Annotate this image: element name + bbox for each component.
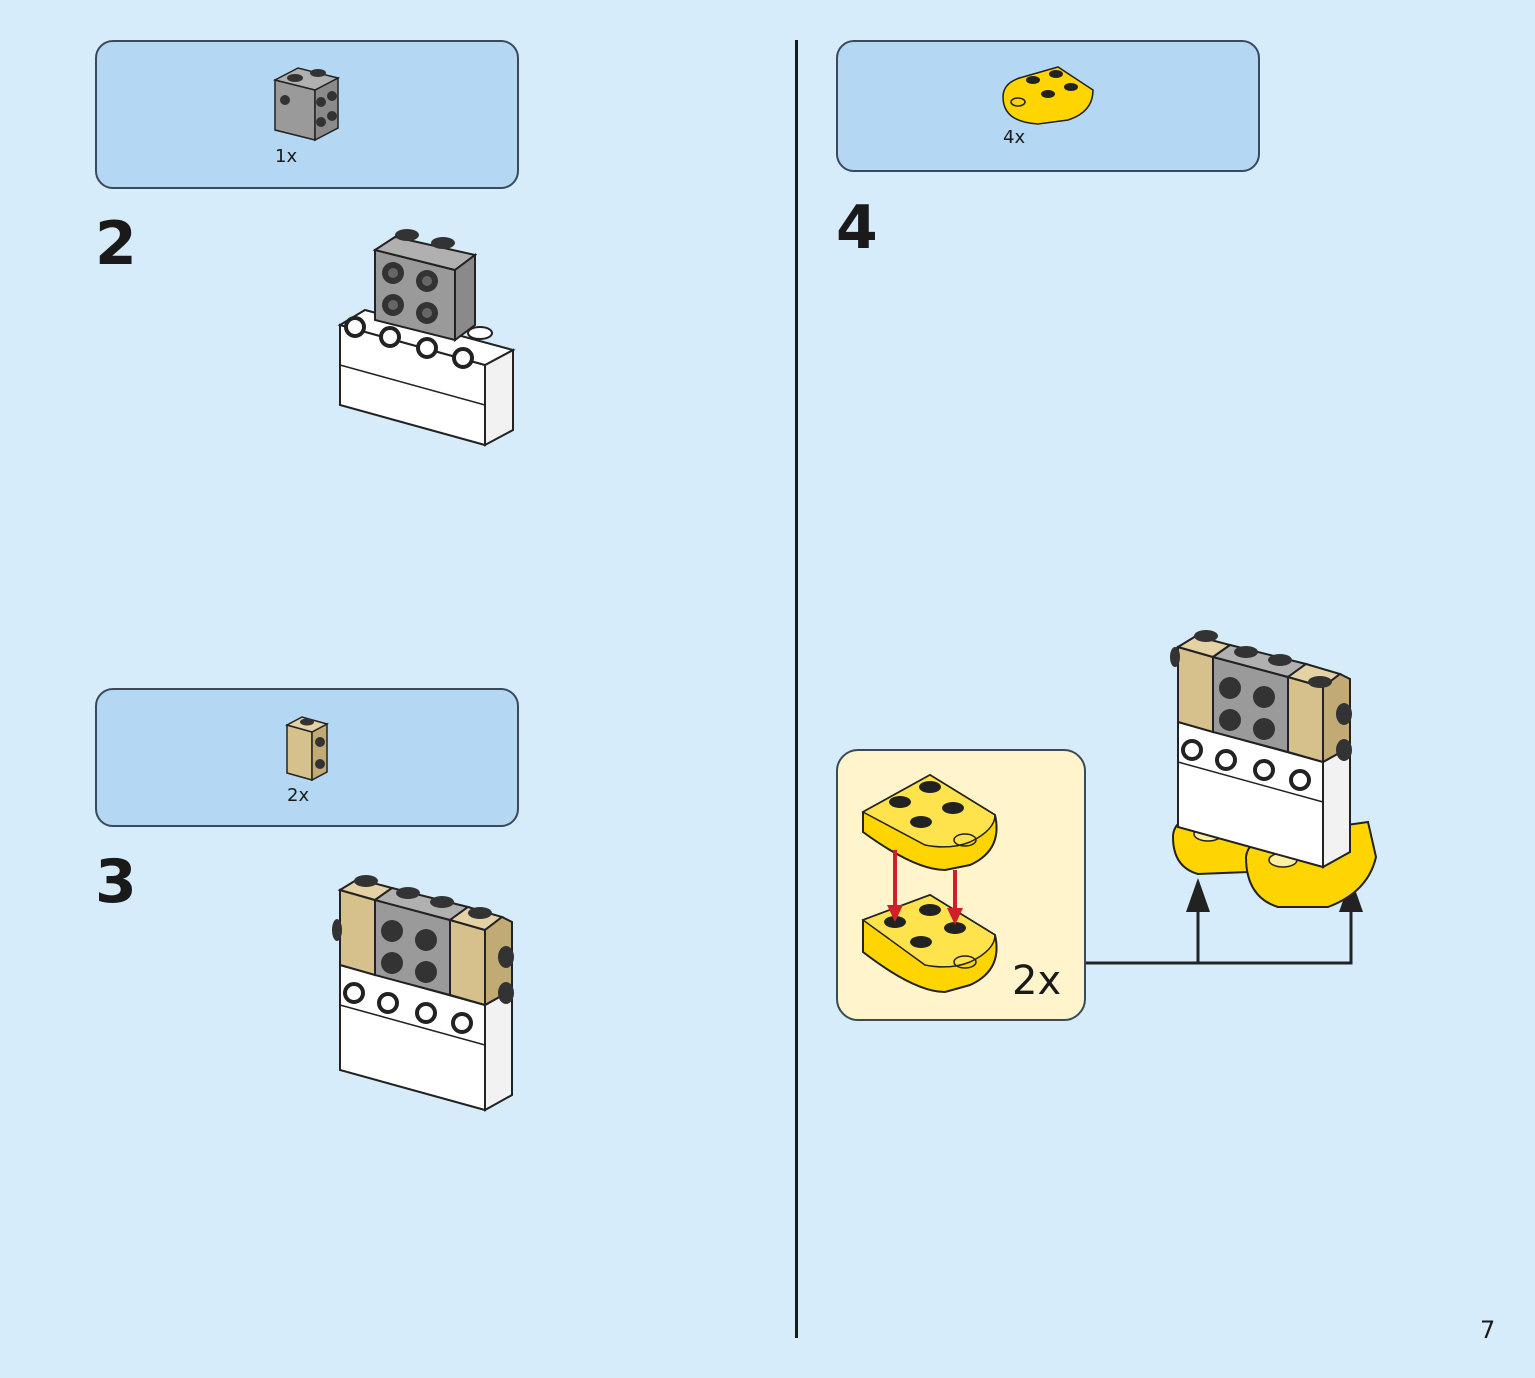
step-3-part-quantity: 2x — [287, 785, 310, 806]
step-2-part-quantity: 1x — [275, 146, 298, 167]
sub-assembly-illustration — [861, 773, 998, 994]
step-2-number: 2 — [95, 209, 137, 279]
step-3-model-illustration — [332, 875, 514, 1112]
page-number: 7 — [1480, 1316, 1496, 1344]
step-4-number: 4 — [836, 193, 878, 263]
tan-brick-part-icon — [284, 716, 330, 782]
sub-assembly-quantity: 2x — [1012, 958, 1062, 1004]
step-4-model-illustration — [1170, 630, 1378, 908]
page-divider — [795, 40, 798, 1338]
step-2-model-illustration — [337, 229, 516, 447]
yellow-plate-part-icon — [1002, 66, 1094, 125]
step-4-part-quantity: 4x — [1003, 127, 1026, 148]
gray-brick-part-icon — [272, 67, 341, 142]
step-3-number: 3 — [95, 847, 137, 917]
